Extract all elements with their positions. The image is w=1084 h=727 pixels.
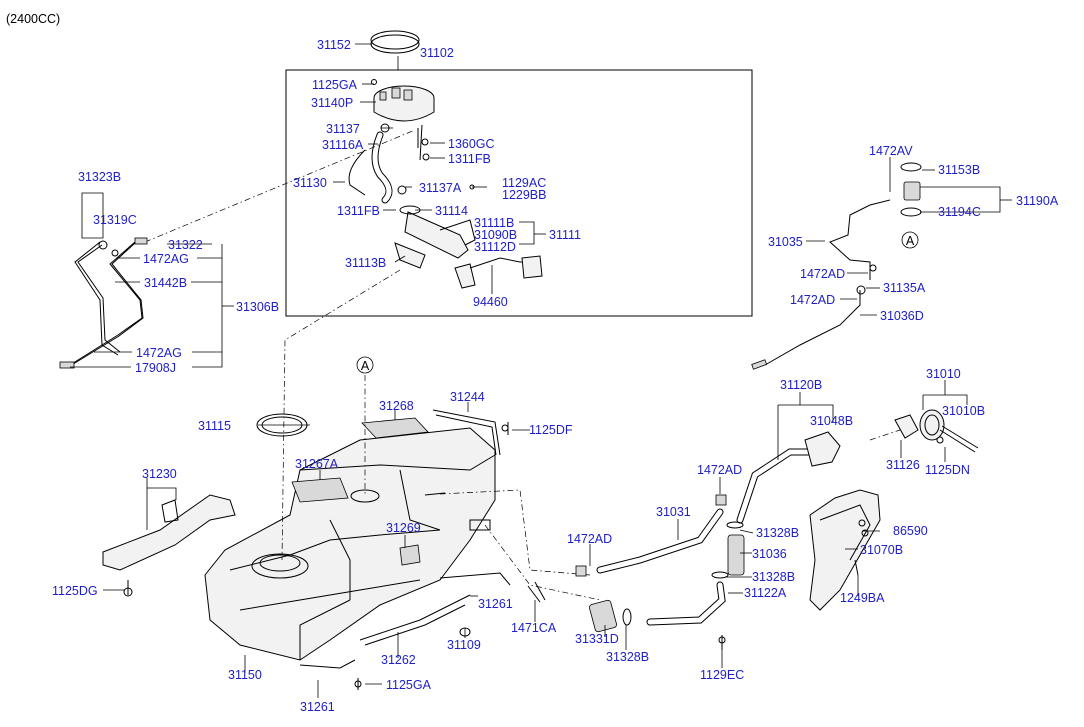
label-31261-b: 31261 — [300, 700, 335, 714]
label-31268: 31268 — [379, 399, 414, 413]
label-31137: 31137 — [326, 122, 360, 136]
callout-circle-a-right — [901, 231, 919, 249]
label-1471CA: 1471CA — [511, 621, 557, 635]
label-31261-a: 31261 — [478, 597, 513, 611]
label-31036D: 31036D — [880, 309, 924, 323]
label-31114: 31114 — [435, 204, 468, 218]
fuel-pump-module-box — [285, 69, 753, 317]
fuel-line-assembly-31306B — [59, 237, 148, 369]
label-31267A: 31267A — [295, 457, 339, 471]
label-1472AG-b: 1472AG — [136, 346, 182, 360]
label-31323B: 31323B — [78, 170, 121, 184]
label-31262: 31262 — [381, 653, 416, 667]
label-31120B: 31120B — [780, 378, 822, 392]
label-31135A: 31135A — [883, 281, 926, 295]
label-1129EC: 1129EC — [700, 668, 744, 682]
label-1472AD-c: 1472AD — [697, 463, 742, 477]
label-31010B: 31010B — [942, 404, 985, 418]
label-31031: 31031 — [656, 505, 691, 519]
label-1472AV: 1472AV — [869, 144, 913, 158]
label-31152: 31152 — [317, 38, 351, 52]
label-31111: 31111 — [549, 228, 581, 242]
label-1472AD-b: 1472AD — [790, 293, 835, 307]
heat-pad-31268 — [361, 417, 429, 439]
label-1125DF: 1125DF — [529, 423, 573, 437]
label-31306B: 31306B — [236, 300, 279, 314]
label-1249BA: 1249BA — [840, 591, 885, 605]
label-31115: 31115 — [198, 419, 231, 433]
label-31126: 31126 — [886, 458, 920, 472]
label-31035: 31035 — [768, 235, 803, 249]
label-31328B-b: 31328B — [752, 570, 795, 584]
label-31230: 31230 — [142, 467, 177, 481]
tank-strap-31261 — [359, 594, 471, 646]
label-86590: 86590 — [893, 524, 928, 538]
label-31328B-a: 31328B — [756, 526, 799, 540]
label-31319C: 31319C — [93, 213, 137, 227]
fuel-cap-31010 — [894, 409, 979, 453]
label-31048B: 31048B — [810, 414, 853, 428]
label-1472AD-d: 1472AD — [567, 532, 612, 546]
part-labels: 31152 31102 1125GA 31140P 31137 1360GC 3… — [52, 38, 1059, 714]
label-31194C: 31194C — [938, 205, 981, 219]
label-1125GA-bottom: 1125GA — [386, 678, 432, 692]
label-31150: 31150 — [228, 668, 262, 682]
bracket-31244 — [432, 409, 501, 456]
label-31102: 31102 — [420, 46, 454, 60]
label-31113B: 31113B — [345, 256, 386, 270]
label-31036: 31036 — [752, 547, 787, 561]
label-31090B: 31090B — [474, 228, 517, 242]
label-1311FB-b: 1311FB — [337, 204, 380, 218]
heat-pad-31267A — [291, 477, 349, 503]
label-31122A: 31122A — [744, 586, 787, 600]
callout-circle-a-tank — [356, 356, 374, 374]
label-31140P: 31140P — [311, 96, 353, 110]
label-31244: 31244 — [450, 390, 485, 404]
vent-hose-assembly — [751, 162, 922, 370]
fuel-pump-assembly — [348, 30, 543, 289]
label-31130: 31130 — [293, 176, 327, 190]
leader-lines — [70, 43, 1012, 698]
label-31137A: 31137A — [419, 181, 462, 195]
label-31442B: 31442B — [144, 276, 187, 290]
label-1125GA-top: 1125GA — [312, 78, 358, 92]
label-31112D: 31112D — [474, 240, 516, 254]
label-31190A: 31190A — [1016, 194, 1059, 208]
label-31153B: 31153B — [938, 163, 980, 177]
fuel-tank-31150 — [204, 427, 496, 661]
label-1311FB-a: 1311FB — [448, 152, 491, 166]
label-1360GC: 1360GC — [448, 137, 495, 151]
label-31331D: 31331D — [575, 632, 619, 646]
label-17908J: 17908J — [135, 361, 176, 375]
label-1229BB: 1229BB — [502, 188, 546, 202]
engine-variant-header: (2400CC) — [6, 12, 60, 26]
label-1125DN: 1125DN — [925, 463, 970, 477]
tank-strap-31262 — [299, 572, 511, 669]
label-31322: 31322 — [168, 238, 203, 252]
label-31109: 31109 — [447, 638, 481, 652]
callout-a-tank: A — [361, 359, 370, 373]
label-31269: 31269 — [386, 521, 421, 535]
label-31328B-c: 31328B — [606, 650, 649, 664]
label-1472AG-a: 1472AG — [143, 252, 189, 266]
callout-a-right: A — [906, 234, 915, 248]
bracket-31230 — [102, 494, 236, 571]
filler-neck-assembly — [575, 431, 841, 633]
label-1125DG: 1125DG — [52, 584, 98, 598]
label-1129AC: 1129AC — [502, 176, 546, 190]
label-31010: 31010 — [926, 367, 961, 381]
label-1472AD-a: 1472AD — [800, 267, 845, 281]
label-31111B: 31111B — [474, 216, 514, 230]
label-31116A: 31116A — [322, 138, 364, 152]
label-31070B: 31070B — [860, 543, 903, 557]
label-94460: 94460 — [473, 295, 508, 309]
